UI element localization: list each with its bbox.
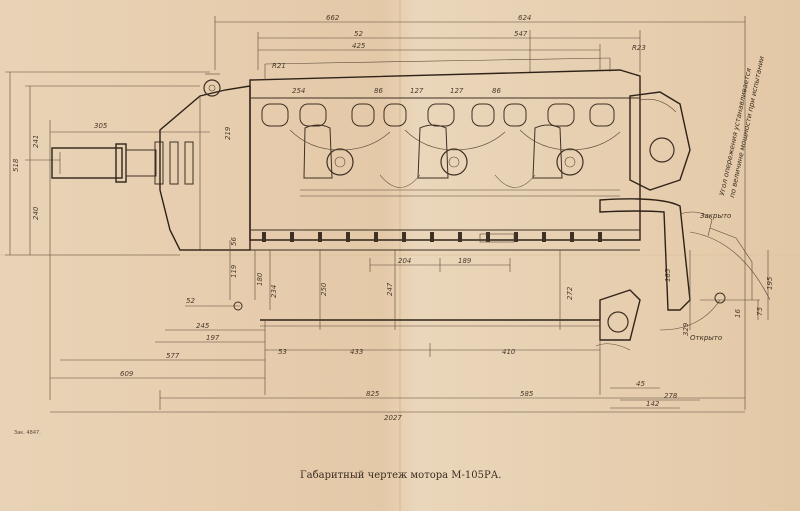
dim-v-185: 185 <box>664 268 672 282</box>
dim-305: 305 <box>94 122 108 130</box>
dim-425: 425 <box>352 42 366 50</box>
reduction-gear-housing <box>159 73 251 251</box>
dim-585: 585 <box>520 390 534 398</box>
dim-662: 662 <box>326 14 340 22</box>
vertical-dimension-labels: 241 518 240 219 56 119 180 234 250 247 2… <box>12 126 774 336</box>
throttle-linkage <box>659 227 771 331</box>
dim-609: 609 <box>120 370 134 378</box>
dim-v-241: 241 <box>32 135 40 148</box>
dim-v-195: 195 <box>766 276 774 290</box>
dim-v-247: 247 <box>386 282 394 296</box>
dim-127-right: 127 <box>450 87 464 95</box>
dim-v-119: 119 <box>230 264 238 278</box>
dim-825: 825 <box>366 390 380 398</box>
radius-r21: R21 <box>272 62 286 70</box>
supercharger-assembly <box>629 91 691 191</box>
top-dimension-lines <box>49 16 746 410</box>
dim-410: 410 <box>502 348 516 356</box>
dim-433: 433 <box>350 348 363 356</box>
dim-53: 53 <box>278 348 287 356</box>
dim-v-56: 56 <box>230 237 238 246</box>
horizontal-dimension-labels: 662 624 52 547 425 305 254 86 127 127 86… <box>94 14 678 422</box>
dim-278: 278 <box>664 392 678 400</box>
dim-v-518: 518 <box>12 158 20 172</box>
dim-86-left: 86 <box>374 87 383 95</box>
dim-2027: 2027 <box>384 414 402 422</box>
dim-245: 245 <box>196 322 210 330</box>
dim-v-219: 219 <box>224 126 232 140</box>
cylinder-head-ports <box>261 103 615 127</box>
dim-52-lower: 52 <box>186 297 195 305</box>
cylinder-bodies <box>303 124 563 179</box>
print-stamp: Зак. 4847. <box>14 430 41 436</box>
closed-label: Закрыто <box>700 212 731 220</box>
dim-v-180: 180 <box>256 272 264 286</box>
dim-v-329: 329 <box>682 322 690 336</box>
middle-vertical-dimension-lines <box>229 240 769 330</box>
dim-624: 624 <box>518 14 531 22</box>
dim-v-16: 16 <box>734 309 742 318</box>
dim-547: 547 <box>514 30 528 38</box>
dim-45: 45 <box>636 380 645 388</box>
dim-142: 142 <box>646 400 660 408</box>
dim-127-left: 127 <box>410 87 424 95</box>
dim-254: 254 <box>292 87 305 95</box>
intake-pipe <box>599 198 713 311</box>
dim-204: 204 <box>398 257 411 265</box>
bottom-dimension-lines <box>50 258 745 413</box>
engine-block <box>249 57 641 241</box>
propeller-shaft <box>51 141 194 185</box>
dim-52: 52 <box>354 30 363 38</box>
open-label: Открыто <box>690 334 722 342</box>
drawing-caption: Габаритный чертеж мотора М-105РА. <box>300 470 502 481</box>
dim-v-250: 250 <box>320 282 328 296</box>
left-dimension-lines <box>5 71 210 256</box>
dim-v-272: 272 <box>566 286 574 300</box>
dim-v-240: 240 <box>32 206 40 220</box>
dim-189: 189 <box>458 257 472 265</box>
dim-v-75: 75 <box>756 307 764 316</box>
dim-197: 197 <box>206 334 220 342</box>
dim-86-right: 86 <box>492 87 501 95</box>
dim-577: 577 <box>166 352 180 360</box>
ignition-leads <box>289 129 621 197</box>
radius-r23: R23 <box>632 44 646 52</box>
crankcase-bolts <box>262 232 602 242</box>
crankcase-plate <box>479 233 515 243</box>
distributor-caps <box>326 148 584 176</box>
dim-v-234: 234 <box>270 285 278 298</box>
